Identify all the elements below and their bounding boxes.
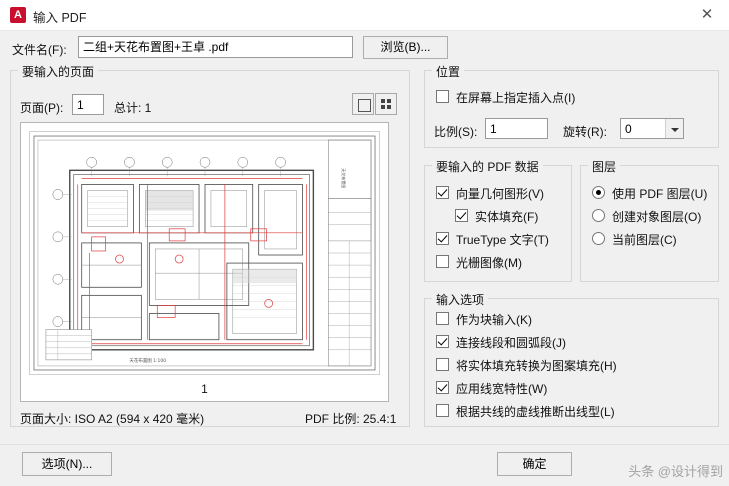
raster-images-checkbox[interactable] bbox=[436, 255, 449, 268]
import-as-block-checkbox[interactable] bbox=[436, 312, 449, 325]
import-options-group-title: 输入选项 bbox=[432, 291, 489, 308]
create-object-layers-radio[interactable] bbox=[592, 209, 605, 222]
raster-images-label: 光栅图像(M) bbox=[456, 256, 522, 270]
join-segments-label: 连接线段和圆弧段(J) bbox=[456, 336, 566, 350]
create-object-layers-label: 创建对象图层(O) bbox=[612, 210, 702, 224]
convert-fills-to-hatches-checkbox[interactable] bbox=[436, 358, 449, 371]
page-input[interactable]: 1 bbox=[72, 94, 104, 115]
page-label: 页面(P): bbox=[20, 101, 64, 115]
title-bar: A 输入 PDF ✕ bbox=[0, 0, 729, 31]
pages-group bbox=[10, 70, 410, 427]
page-size-status: 页面大小: ISO A2 (594 x 420 毫米) bbox=[20, 412, 205, 426]
app-icon: A bbox=[10, 7, 26, 23]
infer-linetypes-label: 根据共线的虚线推断出线型(L) bbox=[456, 405, 615, 419]
window-title: 输入 PDF bbox=[33, 11, 87, 25]
single-page-view-icon[interactable] bbox=[352, 93, 374, 115]
specify-onscreen-checkbox[interactable] bbox=[436, 90, 449, 103]
grid-view-icon[interactable] bbox=[375, 93, 397, 115]
pages-group-title: 要输入的页面 bbox=[18, 63, 99, 80]
apply-lineweight-label: 应用线宽特性(W) bbox=[456, 382, 548, 396]
location-group bbox=[424, 70, 719, 148]
filename-input[interactable]: 二组+天花布置图+王卓 .pdf bbox=[78, 36, 353, 58]
layers-group bbox=[580, 165, 719, 282]
vector-geometry-checkbox[interactable] bbox=[436, 186, 449, 199]
apply-lineweight-checkbox[interactable] bbox=[436, 381, 449, 394]
options-button[interactable]: 选项(N)... bbox=[22, 452, 112, 476]
footer-divider bbox=[0, 444, 729, 445]
pdf-scale-status: PDF 比例: 25.4:1 bbox=[305, 412, 397, 426]
solid-fills-checkbox[interactable] bbox=[455, 209, 468, 222]
svg-text:天花布置图 1:100: 天花布置图 1:100 bbox=[129, 357, 166, 364]
scale-input[interactable]: 1 bbox=[485, 118, 548, 139]
browse-button[interactable]: 浏览(B)... bbox=[363, 36, 448, 59]
vector-geometry-label: 向量几何图形(V) bbox=[456, 187, 544, 201]
specify-onscreen-label: 在屏幕上指定插入点(I) bbox=[456, 91, 576, 105]
truetype-text-label: TrueType 文字(T) bbox=[456, 233, 549, 247]
use-pdf-layers-radio[interactable] bbox=[592, 186, 605, 199]
ok-button[interactable]: 确定 bbox=[497, 452, 572, 476]
close-icon[interactable]: ✕ bbox=[700, 6, 714, 23]
pdf-preview-page: 天花布置图 bbox=[29, 131, 380, 375]
chevron-down-icon[interactable] bbox=[665, 119, 683, 138]
location-group-title: 位置 bbox=[432, 63, 465, 80]
join-segments-checkbox[interactable] bbox=[436, 335, 449, 348]
rotation-value: 0 bbox=[625, 122, 632, 136]
rotation-label: 旋转(R): bbox=[563, 125, 607, 139]
truetype-text-checkbox[interactable] bbox=[436, 232, 449, 245]
infer-linetypes-checkbox[interactable] bbox=[436, 404, 449, 417]
rotation-combo[interactable]: 0 bbox=[620, 118, 684, 139]
solid-fills-label: 实体填充(F) bbox=[475, 210, 539, 224]
pdf-data-group-title: 要输入的 PDF 数据 bbox=[432, 158, 543, 175]
svg-text:天花布置图: 天花布置图 bbox=[341, 168, 347, 188]
use-pdf-layers-label: 使用 PDF 图层(U) bbox=[612, 187, 708, 201]
import-options-group bbox=[424, 298, 719, 427]
preview-page-number: 1 bbox=[201, 382, 208, 396]
total-pages-label: 总计: 1 bbox=[114, 101, 152, 115]
import-as-block-label: 作为块输入(K) bbox=[456, 313, 532, 327]
floor-plan-drawing: 天花布置图 bbox=[30, 132, 379, 374]
filename-label: 文件名(F): bbox=[12, 43, 67, 57]
convert-fills-to-hatches-label: 将实体填充转换为图案填充(H) bbox=[456, 359, 617, 373]
watermark: 头条 @设计得到 bbox=[628, 464, 723, 479]
pdf-preview[interactable]: 天花布置图 bbox=[20, 122, 389, 402]
layers-group-title: 图层 bbox=[588, 158, 621, 175]
scale-label: 比例(S): bbox=[434, 125, 478, 139]
current-layer-label: 当前图层(C) bbox=[612, 233, 677, 247]
current-layer-radio[interactable] bbox=[592, 232, 605, 245]
